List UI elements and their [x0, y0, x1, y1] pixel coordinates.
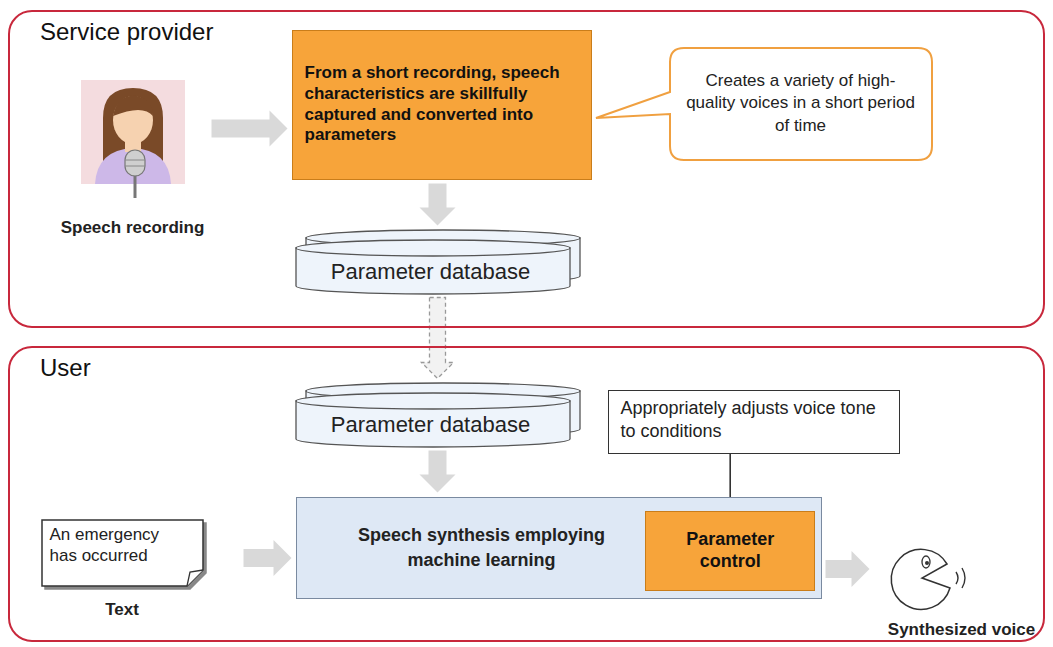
node-label: Service provider	[40, 18, 213, 46]
block-arrow	[212, 111, 288, 147]
text-document: An emergency has occurredText	[40, 518, 240, 628]
speaker-figure: Speech recording	[58, 78, 208, 238]
node-label: Speech recording	[58, 218, 208, 238]
node-caption: Text	[40, 600, 205, 620]
person-illustration	[73, 78, 193, 202]
node-label: Parameter database	[331, 412, 530, 438]
block-arrow	[826, 551, 870, 587]
node-label: Speech synthesis employing machine learn…	[337, 498, 627, 598]
block-arrow	[420, 451, 456, 493]
note-box: Appropriately adjusts voice tone to cond…	[608, 390, 900, 454]
node-label: Parameter database	[331, 259, 530, 285]
node-label: Creates a variety of high-quality voices…	[684, 70, 918, 136]
node-label: From a short recording, speech character…	[305, 63, 579, 146]
node-label: Synthesized voice	[874, 620, 1050, 640]
node-label: User	[40, 354, 91, 382]
database-cylinder: Parameter database	[296, 230, 580, 294]
user-region: UserParameter database Appropriately adju…	[8, 346, 1045, 642]
block-arrow	[244, 540, 292, 576]
block-arrow	[420, 184, 456, 226]
node-label: Appropriately adjusts voice tone to cond…	[621, 397, 887, 444]
node-label: Parameter control	[656, 529, 804, 573]
node-label: An emergency has occurred	[40, 518, 205, 586]
database-cylinder: Parameter database	[296, 383, 580, 447]
callout-bubble: Creates a variety of high-quality voices…	[670, 48, 932, 160]
control-box: Parameter control	[645, 511, 815, 591]
pacman-icon	[884, 540, 974, 614]
provider-region: Service providerSpeech recording From a s…	[8, 10, 1045, 328]
process-box: Speech synthesis employing machine learn…	[296, 497, 822, 599]
block-arrow	[422, 298, 454, 379]
speaker-icon: Synthesized voice	[874, 540, 1050, 640]
process-box: From a short recording, speech character…	[292, 30, 592, 180]
